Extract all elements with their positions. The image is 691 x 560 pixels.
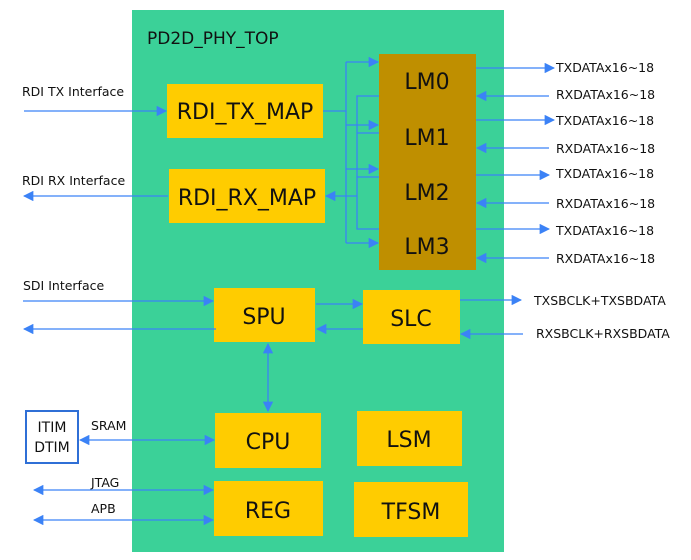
lane-label: TXDATAx16~18 bbox=[555, 223, 654, 238]
container-title: PD2D_PHY_TOP bbox=[147, 29, 279, 49]
lm3-label: LM3 bbox=[404, 235, 449, 260]
lm0-label: LM0 bbox=[404, 70, 449, 95]
sideband-tx-label: TXSBCLK+TXSBDATA bbox=[533, 293, 666, 308]
apb-label: APB bbox=[91, 501, 116, 516]
itim-label: ITIM bbox=[38, 420, 67, 436]
rdi-rx-map-block[interactable] bbox=[169, 169, 325, 223]
reg-block[interactable] bbox=[214, 481, 323, 536]
reg-label: REG bbox=[245, 499, 291, 524]
lane-label: TXDATAx16~18 bbox=[555, 166, 654, 181]
rdi-tx-map-block[interactable] bbox=[167, 84, 323, 138]
lane-label: RXDATAx16~18 bbox=[556, 251, 655, 266]
rdi-tx-interface-label: RDI TX Interface bbox=[22, 84, 124, 99]
tfsm-block[interactable] bbox=[354, 482, 468, 537]
sram-label: SRAM bbox=[91, 418, 126, 433]
cpu-block[interactable] bbox=[215, 413, 321, 468]
lsm-block[interactable] bbox=[357, 411, 462, 466]
rdi-rx-interface-label: RDI RX Interface bbox=[22, 173, 125, 188]
spu-label: SPU bbox=[242, 305, 285, 330]
lane-labels: TXDATAx16~18 RXDATAx16~18 TXDATAx16~18 R… bbox=[555, 60, 655, 266]
lsm-label: LSM bbox=[386, 428, 431, 453]
spu-block[interactable] bbox=[214, 288, 315, 342]
lane-label: RXDATAx16~18 bbox=[556, 141, 655, 156]
dtim-label: DTIM bbox=[34, 440, 70, 456]
itim-dtim-memory[interactable] bbox=[25, 410, 79, 464]
lane-label: TXDATAx16~18 bbox=[555, 113, 654, 128]
sdi-interface-label: SDI Interface bbox=[23, 278, 104, 293]
lane-label: RXDATAx16~18 bbox=[556, 87, 655, 102]
lm1-label: LM1 bbox=[404, 126, 449, 151]
lm2-label: LM2 bbox=[404, 181, 449, 206]
slc-label: SLC bbox=[390, 307, 432, 332]
sideband-rx-label: RXSBCLK+RXSBDATA bbox=[536, 326, 670, 341]
lane-label: RXDATAx16~18 bbox=[556, 196, 655, 211]
lane-label: TXDATAx16~18 bbox=[555, 60, 654, 75]
cpu-label: CPU bbox=[246, 430, 291, 455]
rx-map-fanin bbox=[356, 95, 379, 230]
lane-module-block[interactable] bbox=[379, 54, 476, 270]
rdi-rx-map-label: RDI_RX_MAP bbox=[178, 186, 316, 211]
jtag-label: JTAG bbox=[90, 475, 119, 490]
connections bbox=[22, 56, 556, 526]
tfsm-label: TFSM bbox=[381, 500, 441, 525]
tx-map-fanout bbox=[323, 62, 347, 243]
rdi-tx-map-label: RDI_TX_MAP bbox=[177, 100, 314, 125]
slc-block[interactable] bbox=[363, 290, 460, 344]
